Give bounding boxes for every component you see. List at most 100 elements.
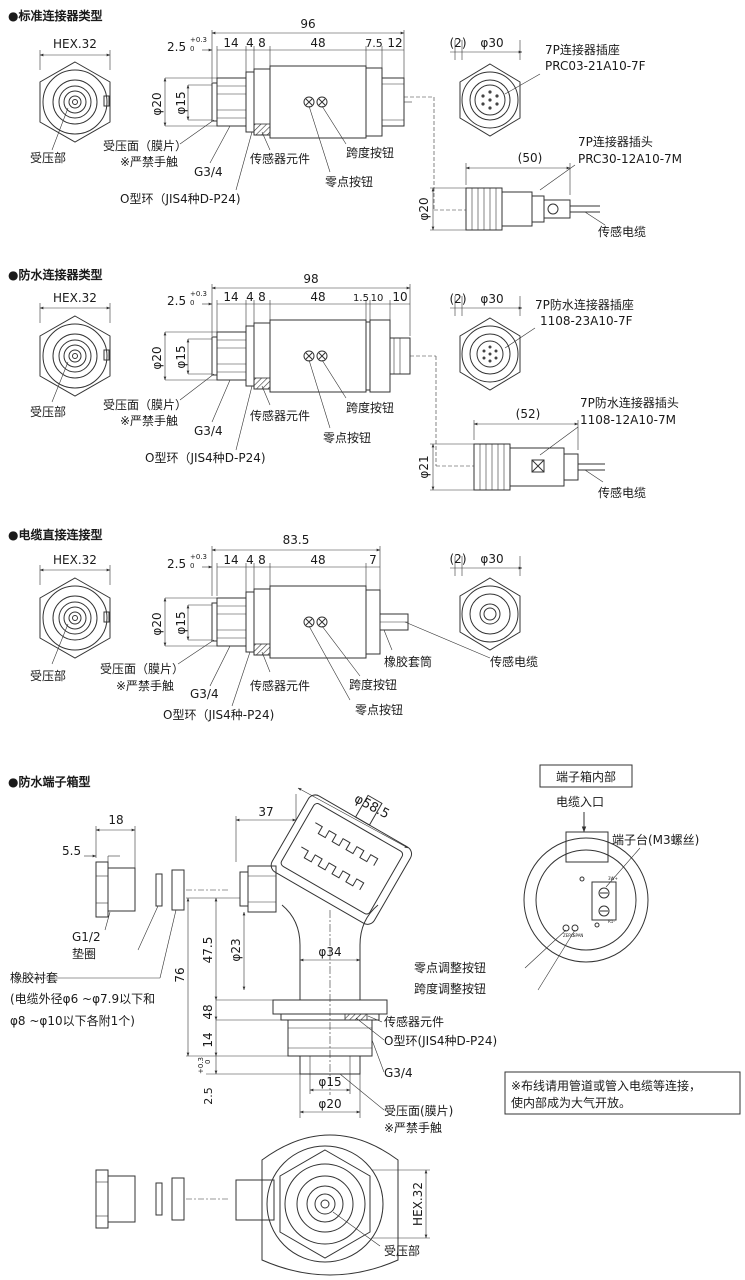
dim-4: 4 [246, 36, 254, 50]
phi34: φ34 [318, 945, 341, 959]
terminal-label: 端子台(M3螺丝) [612, 832, 699, 847]
tol-zero: 0 [190, 562, 194, 570]
oring-label: O型环（JIS4种D-P24) [120, 192, 241, 206]
socket-model: 1108-23A10-7F [540, 314, 633, 328]
sensor-label: 传感器元件 [250, 151, 310, 166]
dim-14: 14 [223, 290, 238, 304]
g34-label: G3/4 [194, 165, 223, 179]
phi20: φ20 [150, 346, 164, 369]
tiny-label-a: 3W+ [608, 876, 618, 881]
total-length: 96 [300, 17, 315, 31]
callouts: 受压面（膜片） ※严禁手触 G3/4 O型环（JIS4种D-P24) 传感器元件… [103, 105, 394, 206]
paren-2: (2) [450, 292, 467, 306]
total-length: 83.5 [283, 533, 310, 547]
tol-zero: 0 [190, 299, 194, 307]
sensor-label: 传感器元件 [384, 1014, 444, 1029]
no-touch-label: ※严禁手触 [116, 679, 174, 693]
dim-12: 12 [387, 36, 402, 50]
side-dimensions: 96 2.5 +0.3 0 14 4 8 48 7.5 12 [167, 17, 405, 82]
plug-model: 1108-12A10-7M [580, 413, 676, 427]
plug-name: 7P防水连接器插头 [580, 395, 679, 410]
bushing-note-1: (电缆外径φ6 ~φ7.9以下和 [10, 992, 155, 1006]
dim-76: 76 [173, 967, 187, 982]
tiny-label-b: R1- [608, 919, 615, 924]
plug-phi21: φ21 [417, 455, 431, 478]
oring-label: O型环（JIS4种-P24) [163, 708, 274, 722]
g34-label: G3/4 [384, 1066, 413, 1080]
sensor-label: 传感器元件 [250, 678, 310, 693]
dim-10a: 10 [371, 293, 384, 304]
rubber-label: 橡胶套筒 [384, 654, 432, 669]
paren-2: (2) [450, 552, 467, 566]
hex-label: HEX.32 [53, 37, 97, 51]
cable-end-view: (2) φ30 [450, 552, 523, 651]
tol-plus: +0.3 [190, 553, 207, 561]
dim-14: 14 [223, 553, 238, 567]
phi15: φ15 [174, 611, 188, 634]
no-touch-label: ※严禁手触 [120, 155, 178, 169]
section-title: ●防水连接器类型 [8, 267, 102, 282]
plug-length: (52) [516, 407, 541, 421]
hex-front-view: HEX.32 受压部 [30, 37, 111, 165]
dim-8: 8 [258, 553, 266, 567]
dim-1-5: 1.5 [353, 293, 369, 304]
phi23: φ23 [229, 938, 243, 961]
dim-48: 48 [310, 290, 325, 304]
phi15: φ15 [318, 1075, 341, 1089]
dim-14: 14 [201, 1032, 215, 1047]
dim-10b: 10 [392, 290, 407, 304]
cable-inlet: 电缆入口 [556, 795, 604, 809]
socket-model: PRC03-21A10-7F [545, 59, 646, 73]
terminal-box-bottom-view: HEX.32 受压部 [95, 1134, 430, 1276]
hex-label: HEX.32 [411, 1182, 425, 1226]
no-touch-label: ※严禁手触 [384, 1121, 442, 1135]
socket-end-view: (2) φ30 7P防水连接器插座 1108-23A10-7F [450, 292, 634, 391]
socket-name: 7P防水连接器插座 [535, 297, 634, 312]
bushing-label: 橡胶衬套 [10, 970, 58, 985]
zero-label: 零点按钮 [355, 702, 403, 717]
section-standard-connector: ●标准连接器类型 HEX.32 受压部 96 2.5 +0.3 0 14 4 [8, 8, 682, 239]
dim-47-5: 47.5 [201, 937, 215, 964]
phi30: φ30 [480, 36, 503, 50]
tiny-span: SPAN [573, 933, 583, 938]
bushing-note-2: φ8 ~φ10以下各附1个) [10, 1013, 135, 1028]
dim-4: 4 [246, 290, 254, 304]
section-title: ●防水端子箱型 [8, 774, 90, 789]
sensor-side-view: φ20 φ15 [150, 319, 474, 467]
tol-plus: +0.3 [190, 36, 207, 44]
tiny-zero: ZERO [563, 933, 574, 938]
dim-7-5: 7.5 [365, 37, 383, 50]
dim-2-5: 2.5 [167, 40, 186, 54]
sensor-side-view: φ20 φ15 [150, 65, 466, 211]
section-cable-direct: ●电缆直接连接型 HEX.32 受压部 83.5 2.5 +0.3 0 14 4… [8, 527, 538, 722]
plug-length: (50) [518, 151, 543, 165]
pressure-part-label: 受压部 [30, 668, 66, 683]
phi20: φ20 [150, 92, 164, 115]
pressure-part-label: 受压部 [384, 1243, 420, 1258]
phi20: φ20 [150, 612, 164, 635]
oring-label: O型环(JIS4种D-P24) [384, 1034, 497, 1048]
cable-label: 传感电缆 [598, 224, 646, 239]
dim-7: 7 [369, 553, 377, 567]
side-dimensions: 83.5 2.5 +0.3 0 14 4 8 48 7 [167, 533, 381, 596]
phi20: φ20 [318, 1097, 341, 1111]
tol-plus: +0.3 [197, 1057, 205, 1074]
plug-view: 7P防水连接器插头 1108-12A10-7M (52) φ21 传感电缆 [417, 395, 679, 500]
dim-4: 4 [246, 553, 254, 567]
dim-48: 48 [310, 36, 325, 50]
phi30: φ30 [480, 292, 503, 306]
dim-8: 8 [258, 290, 266, 304]
hex-label: HEX.32 [53, 553, 97, 567]
cable-gland-parts: 18 5.5 G1/2 垫圈 橡胶衬套 (电缆外径φ6 ~φ7.9以下和 φ8 … [10, 813, 230, 1028]
dim-5-5: 5.5 [62, 844, 81, 858]
gasket-label: 垫圈 [72, 946, 96, 961]
plug-phi20: φ20 [417, 197, 431, 220]
sensor-side-view: φ20 φ15 [150, 585, 409, 659]
zero-label: 零点按钮 [325, 174, 373, 189]
dim-14: 14 [223, 36, 238, 50]
total-length: 98 [303, 272, 318, 286]
diaphragm-label: 受压面（膜片） [103, 139, 187, 153]
g34-label: G3/4 [194, 424, 223, 438]
dim-18: 18 [108, 813, 123, 827]
